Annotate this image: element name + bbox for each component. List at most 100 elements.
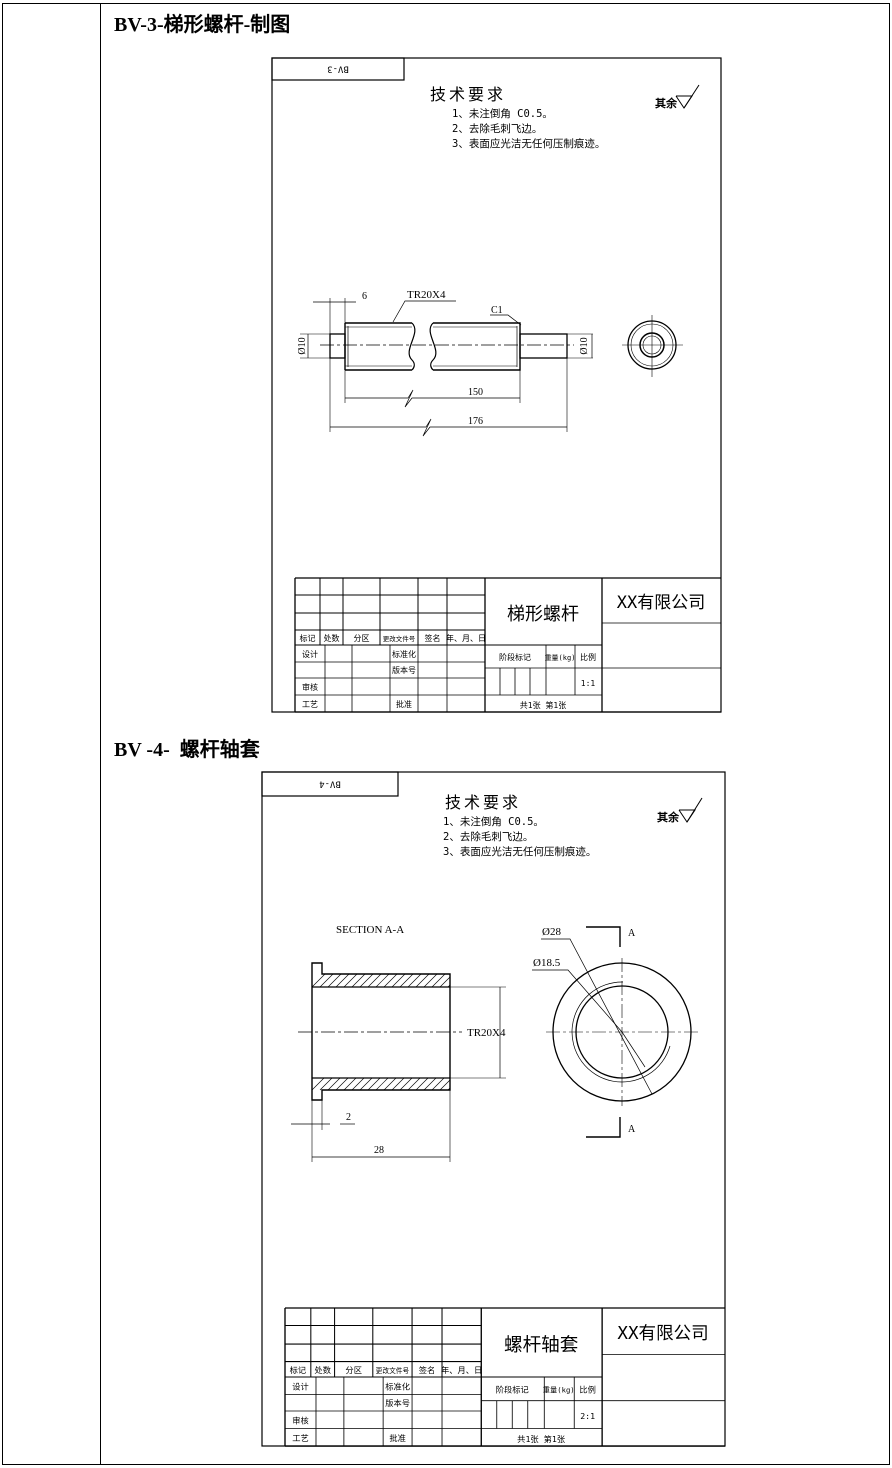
title-block-header-label: 处数 [324,633,340,643]
title-block-header-label: 更改文件号 [376,1366,410,1375]
tech-item: 1、未注倒角 C0.5。 [452,107,553,120]
label-weight: 重量(kg) [545,654,576,662]
table-column-divider [100,3,101,1465]
drawing-frame [261,771,726,1447]
document-table [2,3,890,1465]
hatch-line [399,1077,413,1091]
drawing-bv4: BV-4 技术要求 1、未注倒角 C0.5。 2、去除毛刺飞边。 3、表面应光洁… [261,771,726,1447]
tech-item: 2、去除毛刺飞边。 [443,830,533,843]
label-review: 审核 [302,682,318,692]
label-stage: 阶段标记 [499,652,531,662]
title-block-header-label: 处数 [314,1365,331,1375]
dim-6: 6 [362,291,367,302]
hatch-line [335,973,350,988]
label-review: 审核 [292,1415,309,1425]
title-block-header-label: 签名 [425,633,441,643]
hatch-line [383,973,398,988]
drawing-scale: 1:1 [581,679,596,688]
hatch-line [319,973,334,988]
hatch-line [375,1077,389,1091]
hatch-line [319,1077,333,1091]
label-version: 版本号 [392,665,416,675]
company-name: XX有限公司 [617,1324,708,1344]
title-block-header-label: 分区 [345,1365,362,1375]
sheet-label: BV-4 [319,779,341,789]
label-approve: 批准 [396,699,412,709]
hatch-line [383,1077,397,1091]
sheet-label-box [261,771,399,797]
hatch-line [327,973,342,988]
tech-requirements-title: 技术要求 [445,793,521,812]
label-ratio: 比例 [580,652,596,662]
dim-dia-28: Ø28 [542,926,561,938]
title-block: 标记处数分区更改文件号签名年、月、日设计标准化版本号审核工艺批准阶段标记重量(k… [284,1307,726,1447]
hatch-line [375,973,390,988]
tech-item: 3、表面应光洁无任何压制痕迹。 [443,845,596,858]
sleeve-end-view: A A Ø28 Ø18.5 [532,926,700,1138]
shaft-view: 6 TR20X4 C1 Ø10 Ø10 150 176 [297,289,593,437]
label-design: 设计 [292,1381,309,1391]
dim-28: 28 [374,1145,384,1156]
section-label: SECTION A-A [336,924,404,936]
hatch-line [367,973,382,988]
sheet-count: 共1张 第1张 [520,700,566,710]
hatch-line [359,973,374,988]
title-block: 标记处数分区更改文件号签名年、月、日设计标准化版本号审核工艺批准阶段标记重量(k… [294,577,721,713]
roughness-symbol-icon [683,84,700,109]
roughness-symbol-icon [675,95,693,109]
sheet-label-box [271,57,405,81]
hatch-line [343,1077,357,1091]
sheet-count: 共1张 第1张 [517,1434,566,1444]
hatch-line [407,973,422,988]
title-block-header-label: 更改文件号 [383,634,416,643]
hatch-line [447,984,451,988]
title-block-header-label: 签名 [419,1365,436,1375]
hatch-line [399,973,414,988]
title-block-header-label: 年、月、日 [446,633,486,643]
label-stage: 阶段标记 [496,1384,529,1394]
hatch-line [311,1077,325,1091]
company-name: XX有限公司 [617,593,705,613]
hatch-line [423,973,438,988]
section-heading-bv3: BV-3-梯形螺杆-制图 [114,14,291,36]
dim-176: 176 [468,416,483,427]
sheet-label: BV-3 [327,64,349,74]
hatch-line [431,1077,445,1091]
label-standardize: 标准化 [385,1381,410,1391]
drawing-frame [271,57,722,713]
hatch-line [335,1077,349,1091]
drawing-scale: 2:1 [580,1411,595,1421]
part-name: 梯形螺杆 [507,604,579,625]
label-version: 版本号 [385,1398,410,1408]
hatch-line [415,1077,429,1091]
cut-label-top: A [628,928,636,939]
title-block-header-label: 标记 [290,1365,307,1375]
label-process: 工艺 [302,700,318,709]
roughness-note: 其余 [655,96,678,110]
label-weight: 重量(kg) [543,1385,575,1394]
label-standardize: 标准化 [392,649,416,659]
hatch-line [391,1077,405,1091]
hatch-line [415,973,430,988]
label-process: 工艺 [292,1433,309,1443]
tech-requirements-title: 技术要求 [430,85,506,104]
hatch-line [391,973,406,988]
cut-label-bottom: A [628,1124,636,1135]
dim-thread: TR20X4 [467,1027,506,1039]
title-block-header-label: 标记 [300,633,316,643]
label-design: 设计 [302,649,318,659]
section-heading-bv4: BV -4- 螺杆轴套 [114,739,260,761]
tech-item: 3、表面应光洁无任何压制痕迹。 [452,137,605,150]
roughness-symbol-icon [686,797,703,823]
shaft-end-view [622,315,683,377]
hatch-line [431,973,446,988]
dim-dia-left: Ø10 [297,337,308,354]
sleeve-section-view: SECTION A-A TR20X4 2 28 [291,924,506,1162]
hatch-line [327,1077,341,1091]
dim-thread: TR20X4 [407,289,446,301]
tech-item: 1、未注倒角 C0.5。 [443,815,544,828]
dim-150: 150 [468,387,483,398]
hatch-line [343,973,358,988]
hatch-line [407,1077,421,1091]
